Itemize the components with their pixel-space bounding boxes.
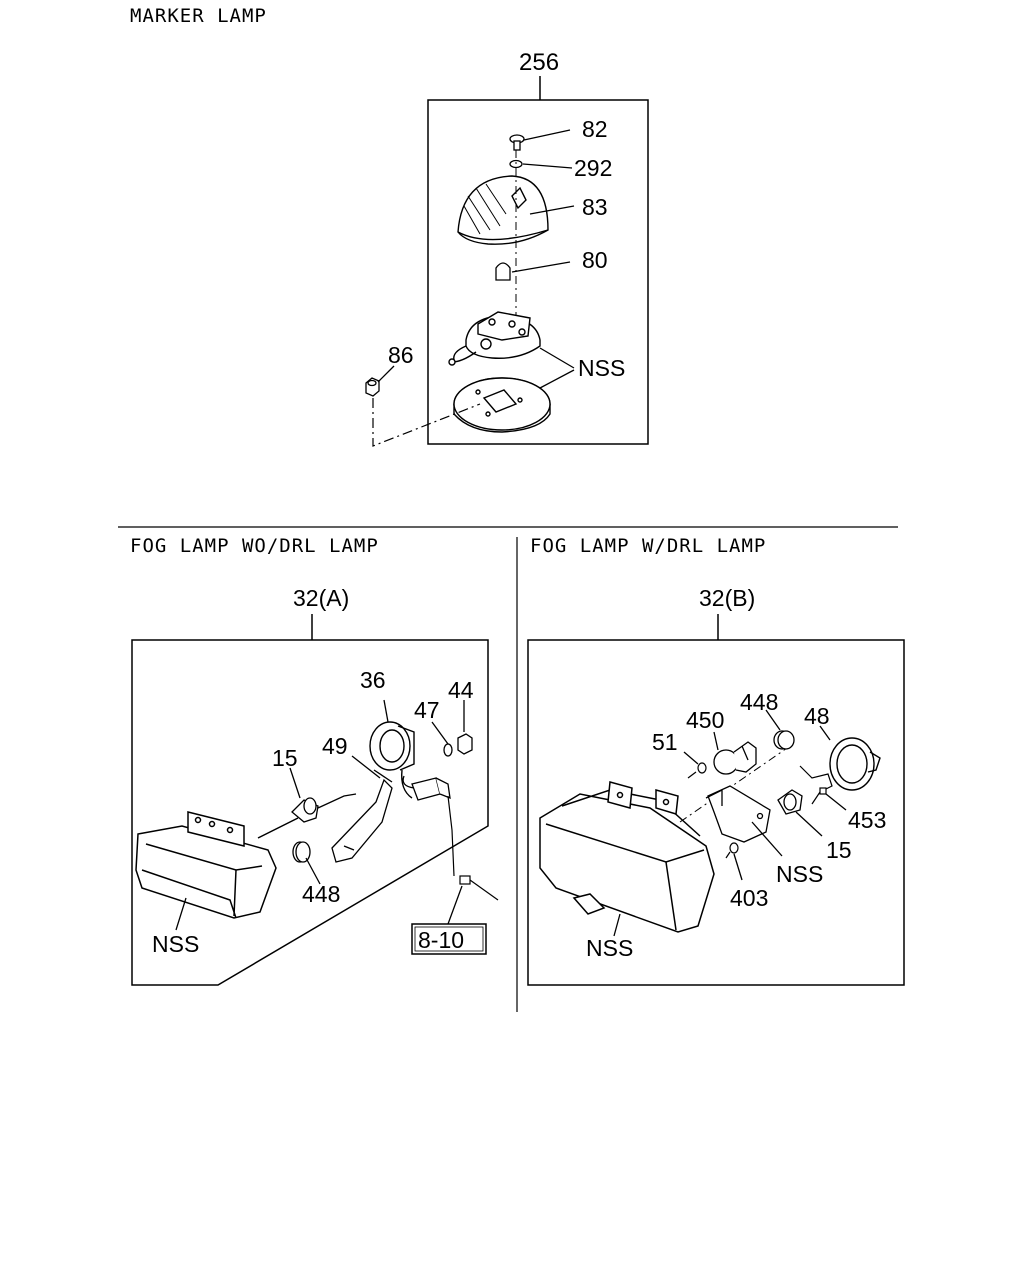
callout-nss-marker: NSS xyxy=(578,355,625,381)
connector-part xyxy=(402,775,451,801)
socket-base-part xyxy=(448,311,541,366)
gasket-plate-part xyxy=(453,377,551,433)
assembly-label-256: 256 xyxy=(519,49,559,76)
callout-83: 83 xyxy=(582,194,608,220)
grommet-448-b-part xyxy=(773,730,795,750)
fog-wo-assembly-box xyxy=(131,639,489,986)
screw-part xyxy=(509,134,525,151)
callout-15-a: 15 xyxy=(272,745,298,771)
reference-label-8-10: 8-10 xyxy=(418,927,464,953)
callout-49: 49 xyxy=(322,733,348,759)
callout-15-b: 15 xyxy=(826,837,852,863)
drl-bracket-part xyxy=(705,785,771,843)
cap-36-part xyxy=(369,721,415,799)
callout-80: 80 xyxy=(582,247,608,273)
marker-assembly-box xyxy=(427,99,649,445)
fog-lamp-w-drl-title: FOG LAMP W/DRL LAMP xyxy=(530,535,766,557)
grommet-448-part xyxy=(292,841,311,863)
screw-51-part xyxy=(687,762,707,779)
fog-lamp-housing-a xyxy=(135,811,299,919)
harness-clip-part xyxy=(459,875,499,901)
fog-lamp-wo-drl-title: FOG LAMP WO/DRL LAMP xyxy=(130,535,379,557)
lens-dome-part xyxy=(457,175,549,245)
bulb-450-part xyxy=(713,741,757,775)
callout-51: 51 xyxy=(652,729,678,755)
bulb-15-b-part xyxy=(777,789,803,815)
callout-448-a: 448 xyxy=(302,881,340,907)
reference-box-8-10[interactable] xyxy=(411,923,487,955)
cover-48-part xyxy=(829,737,881,791)
bulb-part xyxy=(495,262,511,281)
callout-36: 36 xyxy=(360,667,386,693)
bracket-49-part xyxy=(331,769,393,863)
assembly-label-32a: 32(A) xyxy=(293,585,349,611)
screw-403-part xyxy=(725,842,739,859)
callout-44: 44 xyxy=(448,677,474,703)
callout-453: 453 xyxy=(848,807,886,833)
washer-47-part xyxy=(443,743,453,757)
callout-48: 48 xyxy=(804,703,830,729)
nut-44-part xyxy=(457,733,473,755)
fog-lamp-housing-b xyxy=(539,781,715,933)
callout-448-b: 448 xyxy=(740,689,778,715)
callout-nss-fog-b-bracket: NSS xyxy=(776,861,823,887)
callout-82: 82 xyxy=(582,116,608,142)
callout-nss-fog-b: NSS xyxy=(586,935,633,961)
assembly-label-32b: 32(B) xyxy=(699,585,755,611)
nut-part xyxy=(365,377,380,397)
callout-47: 47 xyxy=(414,697,440,723)
callout-86: 86 xyxy=(388,342,414,368)
callout-450: 450 xyxy=(686,707,724,733)
callout-nss-fog-a: NSS xyxy=(152,931,199,957)
fog-w-assembly-box xyxy=(527,639,905,986)
callout-292: 292 xyxy=(574,155,612,181)
harness-453-part xyxy=(799,765,833,805)
bulb-15-part xyxy=(291,793,357,823)
callout-403: 403 xyxy=(730,885,768,911)
marker-lamp-title: MARKER LAMP xyxy=(130,5,267,27)
